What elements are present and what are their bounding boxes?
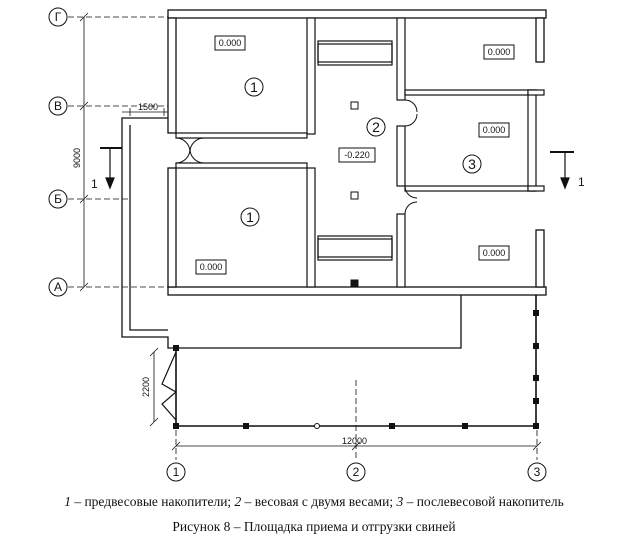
elevation-post-weighing: 0.000: [478, 122, 510, 138]
dimension-2200: 2200: [141, 347, 159, 427]
elevation-top-left: 0.000: [214, 35, 246, 51]
svg-text:0.000: 0.000: [483, 125, 506, 135]
svg-text:0.000: 0.000: [219, 38, 242, 48]
dimension-vertical-9000: 9000: [72, 12, 89, 292]
axis-marker-g: Г: [48, 7, 68, 27]
weighing-scales: [317, 40, 393, 261]
axis-marker-v: В: [48, 96, 68, 116]
svg-text:0.000: 0.000: [483, 248, 506, 258]
figure-legend: 1 – предвесовые накопители; 2 – весовая …: [0, 494, 628, 510]
axis-lines-letters: [68, 16, 172, 288]
legend-text-2: – весовая с двумя весами;: [241, 494, 397, 509]
axis-label-a: А: [54, 280, 62, 294]
axis-label-g: Г: [55, 10, 62, 24]
elevation-weighing: -0.220: [338, 147, 376, 163]
axis-label-b: Б: [54, 192, 62, 206]
floor-plan-drawing: Г В Б А 9000 1500 1 1: [48, 7, 585, 482]
interior-partitions: [175, 17, 545, 288]
axis-marker-b: Б: [48, 189, 68, 209]
building-walls: [167, 9, 547, 296]
svg-text:3: 3: [468, 156, 476, 172]
columns: [350, 101, 359, 288]
room-marker-pre-weighing-bottom: 1: [240, 207, 260, 227]
axis-marker-2: 2: [346, 462, 366, 482]
legend-num-3: 3: [396, 494, 404, 509]
axis-label-3: 3: [534, 465, 541, 479]
svg-text:1: 1: [250, 79, 258, 95]
legend-text-3: – послевесовой накопитель: [403, 494, 564, 509]
elevation-bottom-right: 0.000: [478, 245, 510, 261]
legend-num-1: 1: [64, 494, 71, 509]
dimension-1500: 1500: [122, 102, 168, 116]
section-mark-right: 1: [550, 151, 585, 190]
svg-text:0.000: 0.000: [200, 262, 223, 272]
loading-gate: [161, 351, 178, 421]
section-mark-left: 1: [91, 147, 122, 191]
dimension-label-2200: 2200: [141, 377, 151, 397]
room-marker-weighing: 2: [366, 117, 386, 137]
axis-label-2: 2: [353, 465, 360, 479]
axis-marker-a: А: [48, 277, 68, 297]
svg-text:2: 2: [372, 119, 380, 135]
legend-num-2: 2: [234, 494, 242, 509]
svg-text:1: 1: [246, 209, 254, 225]
dimension-label-9000: 9000: [72, 148, 82, 168]
axis-label-1: 1: [173, 465, 180, 479]
dimension-label-1500: 1500: [138, 102, 158, 112]
outside-corridor: [121, 117, 462, 349]
axis-marker-1: 1: [166, 462, 186, 482]
fence-posts: [173, 310, 539, 429]
dimension-12000: 12000: [171, 436, 542, 451]
dimension-label-12000: 12000: [342, 436, 367, 446]
door-swings: [175, 99, 418, 215]
elevation-top-right: 0.000: [483, 44, 515, 60]
legend-text-1: – предвесовые накопители;: [70, 494, 235, 509]
yard-fence: [175, 295, 537, 427]
elevation-bottom-left: 0.000: [195, 259, 227, 275]
axis-label-v: В: [54, 99, 62, 113]
svg-text:0.000: 0.000: [488, 47, 511, 57]
room-marker-pre-weighing-top: 1: [244, 77, 264, 97]
svg-text:-0.220: -0.220: [344, 150, 370, 160]
section-label-left: 1: [91, 177, 98, 191]
room-marker-post-weighing: 3: [462, 154, 482, 174]
section-label-right: 1: [578, 175, 585, 189]
figure-caption: Рисунок 8 – Площадка приема и отгрузки с…: [172, 519, 456, 534]
axis-marker-3: 3: [527, 462, 547, 482]
fence-gate-marker: [314, 423, 320, 429]
axis-lines-numbers: [175, 380, 538, 460]
